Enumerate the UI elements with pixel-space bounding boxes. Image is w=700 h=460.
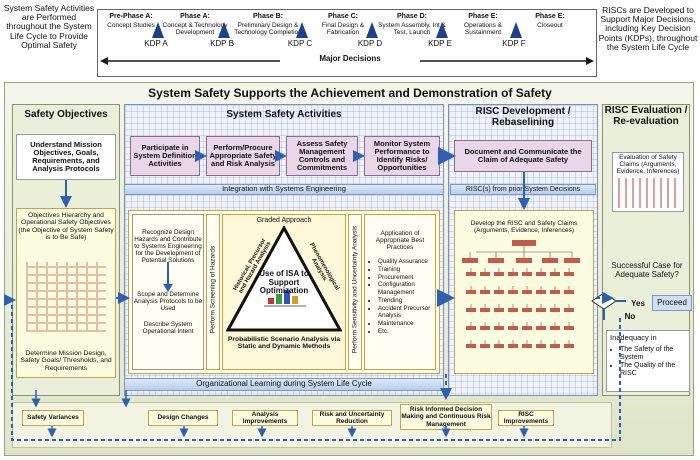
phase-timeline xyxy=(97,9,597,77)
feedback-item: Design Changes xyxy=(148,410,218,426)
screening-bar xyxy=(206,214,220,370)
inadequacy-item: The Quality of the RISC xyxy=(620,362,690,378)
feedback-loop-arrow xyxy=(4,294,621,441)
feedback-item: Risk and Uncertainty Reduction xyxy=(312,410,392,426)
determine-mission-text: Determine Mission Design, Safety Goals/ … xyxy=(20,350,112,372)
phase-description: Closeout xyxy=(537,22,563,29)
phase-label: Phase E: xyxy=(535,13,565,20)
perform-analysis-box: Perform/Procure Appropriate Safety and R… xyxy=(206,136,280,176)
practice-item: Quality Assurance xyxy=(378,258,436,266)
phase-description: Concept & Technology Development xyxy=(162,22,228,37)
kdp-label: KDP A xyxy=(144,39,168,48)
proceed-box: Proceed xyxy=(652,295,692,311)
inadequacy-title: Inadequacy in xyxy=(610,333,657,342)
document-claim-box: Document and Communicate the Claim of Ad… xyxy=(454,140,592,172)
practice-item: Maintenance xyxy=(378,320,436,328)
best-practices-title: Application of Appropriate Best Practice… xyxy=(375,230,425,252)
kdp-triangle-icon xyxy=(218,22,230,38)
system-safety-activities-header: System Safety Activities xyxy=(226,109,342,120)
kdp-triangle-icon xyxy=(366,22,378,38)
phase-description: Operations & Sustainment xyxy=(464,22,502,37)
design-down-arrow xyxy=(163,262,173,292)
kdp-triangle-icon xyxy=(296,22,308,38)
phase-description: System Assembly, Int & Test, Launch xyxy=(378,22,446,37)
scope-text: Scope and Determine Analysis Protocols t… xyxy=(133,291,203,312)
phase-description: Final Design & Fabrication xyxy=(321,22,365,37)
phase-label: Phase D: xyxy=(397,13,427,20)
sensitivity-bar xyxy=(348,214,362,370)
risc-development-header: RISC Development / Rebaselining xyxy=(475,106,571,128)
phase-label: Phase B: xyxy=(253,13,283,20)
risc-evaluation-header: RISC Evaluation / Re-evaluation xyxy=(604,105,688,127)
phase-description: Preliminary Design & Technology Completi… xyxy=(234,22,302,37)
kdp-label: KDP C xyxy=(287,39,313,48)
major-decisions-label: Major Decisions xyxy=(280,54,420,64)
practice-item: Etc. xyxy=(378,328,436,336)
phase-label: Pre-Phase A: xyxy=(109,13,153,20)
eval-claims-text: Evaluation of Safety Claims (Arguments, … xyxy=(616,154,680,176)
feedback-item: Safety Variances xyxy=(22,410,84,426)
phase-label: Phase C: xyxy=(328,13,358,20)
assess-controls-box: Assess Safety Management Controls and Co… xyxy=(286,136,358,176)
objectives-hierarchy-text: Objectives Hierarchy and Operational Saf… xyxy=(18,212,114,241)
isa-chart-icon xyxy=(264,290,306,307)
describe-text: Describe System Operational Intent xyxy=(142,321,194,335)
integration-bar: Integration with Systems Engineering xyxy=(124,184,444,195)
kdp-triangle-icon xyxy=(152,22,164,38)
monitor-performance-box: Monitor System Performance to Identify R… xyxy=(364,136,440,176)
safety-objectives-header: Safety Objectives xyxy=(24,109,108,120)
no-label: No xyxy=(624,312,636,321)
graded-triangle xyxy=(226,226,342,332)
practice-item: Procurement xyxy=(378,274,436,282)
kdp-triangle-icon xyxy=(436,22,448,38)
eval-claims-tree-icon xyxy=(618,178,678,208)
kdp-label: KDP E xyxy=(428,39,452,48)
graded-approach-title: Graded Approach xyxy=(256,217,312,224)
kdp-label: KDP F xyxy=(502,39,526,48)
risc-tree-icon xyxy=(462,240,580,348)
objectives-tree-icon xyxy=(26,262,106,332)
org-learning-bar: Organizational Learning during System Li… xyxy=(124,378,444,391)
kdp-label: KDP D xyxy=(357,39,383,48)
kdp-label: KDP B xyxy=(210,39,234,48)
feedback-item: Analysis Improvements xyxy=(232,410,298,426)
understand-objectives-box: Understand Mission Objectives, Goals, Re… xyxy=(16,134,116,180)
practice-item: Training xyxy=(378,266,436,274)
phase-label: Phase E: xyxy=(468,13,498,20)
practice-item: Trending xyxy=(378,297,436,305)
practice-item: Accident Precursor Analysis xyxy=(378,305,436,321)
best-practices-panel xyxy=(364,214,436,370)
graded-center-label: Use of ISA to Support Optimization xyxy=(259,269,309,296)
feedback-item: Risk Informed Decision Making and Contin… xyxy=(400,404,492,430)
inadequacy-item: The Safety of the System xyxy=(620,346,690,362)
graded-bottom-label: Probabilistic Scenario Analysis via Stat… xyxy=(227,336,341,351)
recognize-text: Recognize Design Hazards and Contribute … xyxy=(134,229,202,264)
yes-label: Yes xyxy=(631,299,645,308)
develop-risc-text: Develop the RISC and Safety Claims (Argu… xyxy=(470,220,578,235)
phase-label: Phase A: xyxy=(180,13,210,20)
design-column xyxy=(132,214,204,370)
best-practices-list: Quality AssuranceTrainingProcurementConf… xyxy=(364,258,436,336)
practice-item: Configuration Management xyxy=(378,281,436,297)
inadequacy-list: The Safety of the SystemThe Quality of t… xyxy=(608,346,690,378)
phase-description: Concept Studies xyxy=(107,22,155,29)
objectives-detail-panel xyxy=(16,208,116,378)
decision-question: Successful Case for Adequate Safety? xyxy=(611,261,683,279)
feedback-item: RISC Improvements xyxy=(498,410,554,426)
top-right-note: RISCs are Developed to Support Major Dec… xyxy=(598,5,698,52)
main-title: System Safety Supports the Achievement a… xyxy=(148,86,552,100)
kdp-triangle-icon xyxy=(510,22,522,38)
top-left-note: System Safety Activities are Performed t… xyxy=(3,3,95,50)
